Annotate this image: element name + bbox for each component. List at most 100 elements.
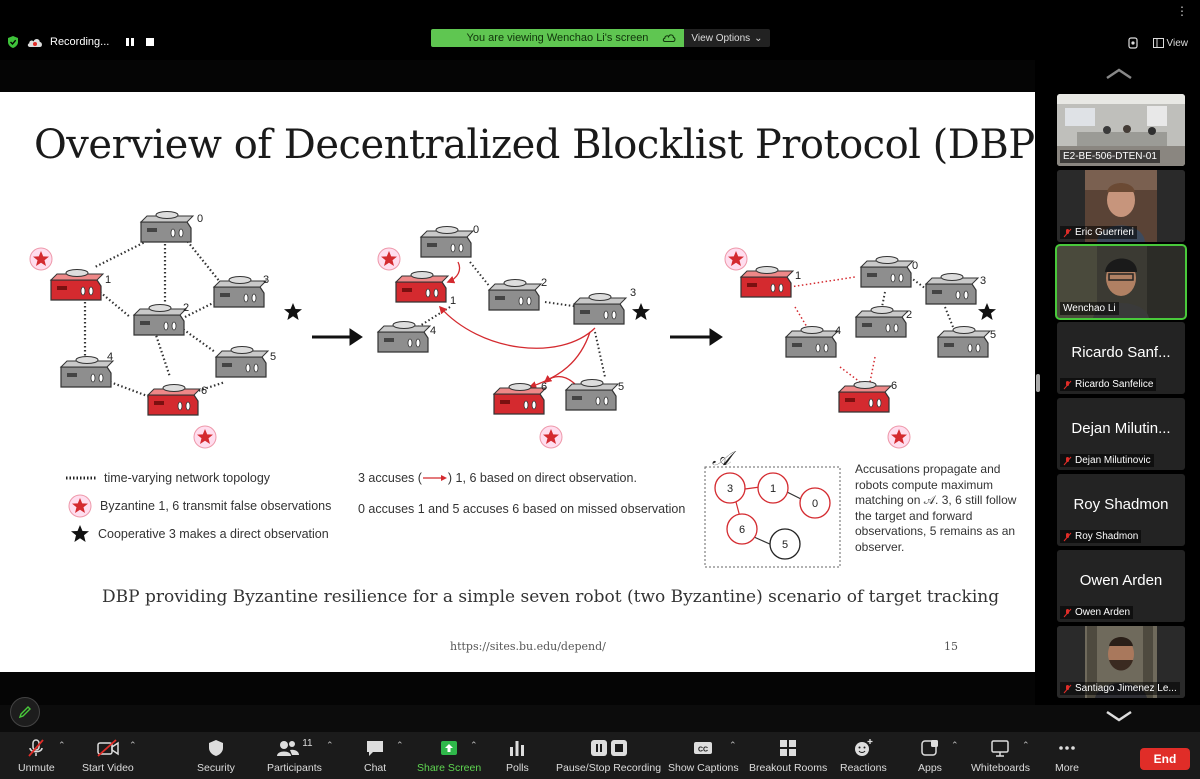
legend-topology: time-varying network topology	[66, 471, 270, 485]
top-right-controls: View	[1127, 36, 1188, 50]
robot-label-4: 4	[107, 351, 113, 363]
participant-tile[interactable]: Santiago Jimenez Le...	[1057, 626, 1185, 698]
apps-options-caret[interactable]: ⌃	[951, 740, 959, 750]
participant-name: E2-BE-506-DTEN-01	[1060, 150, 1160, 163]
viewing-banner-text: You are viewing Wenchao Li's screen	[466, 32, 649, 44]
security-button[interactable]: Security	[197, 738, 235, 774]
more-button[interactable]: More	[1055, 738, 1079, 774]
more-dots-icon	[1059, 746, 1075, 750]
chevron-up-icon[interactable]	[1105, 68, 1133, 80]
whiteboards-options-caret[interactable]: ⌃	[1022, 740, 1030, 750]
participants-icon	[277, 741, 300, 756]
viewing-banner: You are viewing Wenchao Li's screen	[431, 29, 684, 47]
participant-name: Dejan Milutinovic	[1060, 454, 1154, 467]
mic-muted-icon	[1063, 532, 1072, 541]
view-button[interactable]: View	[1152, 38, 1188, 49]
presentation-slide: Overview of Decentralized Blocklist Prot…	[0, 92, 1035, 672]
mic-muted-icon	[1063, 684, 1072, 693]
pause-stop-recording-button[interactable]: Pause/Stop Recording	[556, 738, 661, 774]
robot-label-3: 3	[630, 287, 636, 299]
participant-tile[interactable]: Dejan Milutin... Dejan Milutinovic	[1057, 398, 1185, 470]
robot-label-5: 5	[270, 351, 276, 363]
matching-set-symbol: 𝒜	[712, 446, 737, 470]
chevron-down-icon[interactable]	[1105, 710, 1133, 722]
participant-tile[interactable]: E2-BE-506-DTEN-01	[1057, 94, 1185, 166]
camera-switch-icon[interactable]	[1127, 36, 1139, 50]
captions-options-caret[interactable]: ⌃	[729, 740, 737, 750]
robot-label-0: 0	[473, 224, 479, 236]
chat-options-caret[interactable]: ⌃	[396, 740, 404, 750]
whiteboard-icon	[991, 740, 1010, 757]
start-video-label: Start Video	[82, 762, 134, 774]
unmute-button[interactable]: Unmute	[18, 738, 55, 774]
chat-icon	[367, 741, 384, 756]
participant-gallery: E2-BE-506-DTEN-01 Eric Guerrieri	[1035, 60, 1200, 722]
participant-name: Owen Arden	[1060, 606, 1134, 619]
show-captions-button[interactable]: CC Show Captions	[668, 738, 739, 774]
breakout-rooms-button[interactable]: Breakout Rooms	[749, 738, 827, 774]
panel-3-labels: 0 1 2 3 4 5 6	[795, 260, 996, 392]
robot-label-6: 6	[891, 380, 897, 392]
robot-label-1: 1	[795, 270, 801, 282]
participant-tile-active-speaker[interactable]: Wenchao Li	[1055, 244, 1187, 320]
participants-label: Participants	[267, 762, 322, 774]
legend-byzantine-text: Byzantine 1, 6 transmit false observatio…	[100, 499, 332, 513]
pause-stop-recording-label: Pause/Stop Recording	[556, 762, 662, 774]
participant-tile[interactable]: Ricardo Sanf... Ricardo Sanfelice	[1057, 322, 1185, 394]
participants-count: 11	[302, 738, 313, 749]
slide-caption: DBP providing Byzantine resilience for a…	[102, 587, 1000, 607]
view-options-button[interactable]: View Options ⌄	[684, 29, 770, 47]
participant-name: Santiago Jimenez Le...	[1060, 682, 1180, 695]
share-screen-button[interactable]: Share Screen	[417, 738, 481, 774]
shield-icon[interactable]	[6, 35, 20, 49]
participants-options-caret[interactable]: ⌃	[326, 740, 334, 750]
svg-text:CC: CC	[698, 747, 708, 754]
participants-button[interactable]: 11 Participants	[267, 738, 322, 774]
chat-button[interactable]: Chat	[364, 738, 386, 774]
gallery-scrollbar[interactable]	[1036, 374, 1040, 392]
robot-label-5: 5	[618, 381, 624, 393]
participant-tile[interactable]: Eric Guerrieri	[1057, 170, 1185, 242]
reactions-button[interactable]: Reactions	[840, 738, 887, 774]
breakout-rooms-icon	[780, 740, 797, 756]
robot-label-6: 6	[201, 385, 207, 397]
more-label: More	[1055, 762, 1079, 774]
legend-cooperative-text: Cooperative 3 makes a direct observation	[98, 527, 329, 541]
robot-label-6: 6	[541, 381, 547, 393]
shield-icon	[208, 740, 223, 756]
mic-muted-icon	[1063, 456, 1072, 465]
slide-url: https://sites.bu.edu/depend/	[450, 640, 606, 653]
robot-label-1: 1	[450, 295, 456, 307]
security-label: Security	[197, 762, 235, 774]
participant-tile[interactable]: Roy Shadmon Roy Shadmon	[1057, 474, 1185, 546]
chat-label: Chat	[364, 762, 387, 774]
grid-view-icon	[1152, 38, 1164, 48]
participant-tile[interactable]: Owen Arden Owen Arden	[1057, 550, 1185, 622]
video-options-caret[interactable]: ⌃	[129, 740, 137, 750]
stop-icon[interactable]	[145, 37, 155, 47]
robot-label-2: 2	[906, 309, 912, 321]
start-video-button[interactable]: Start Video	[82, 738, 134, 774]
dbp-diagram: 0 1 2 3 4 5 6	[29, 210, 996, 568]
pause-icon[interactable]	[125, 37, 135, 47]
meeting-toolbar: Unmute ⌃ Start Video ⌃ Security 11 Parti…	[0, 732, 1200, 779]
apps-button[interactable]: Apps	[918, 738, 942, 774]
note-accuses-suffix: ) 1, 6 based on direct observation.	[447, 471, 637, 485]
audio-options-caret[interactable]: ⌃	[58, 740, 66, 750]
legend-cooperative: Cooperative 3 makes a direct observation	[70, 524, 329, 544]
robot-label-5: 5	[990, 329, 996, 341]
robot-label-2: 2	[541, 277, 547, 289]
polls-button[interactable]: Polls	[506, 738, 529, 774]
whiteboards-button[interactable]: Whiteboards	[971, 738, 1030, 774]
more-dots-icon[interactable]: ⋮	[1176, 4, 1188, 18]
note-missed-text: 0 accuses 1 and 5 accuses 6 based on mis…	[358, 502, 686, 516]
annotate-pencil-button[interactable]	[10, 697, 40, 727]
panel-2-labels: 0 1 2 3 4 5 6	[430, 224, 636, 393]
panel-2-robots	[377, 225, 650, 449]
participant-display-name: Owen Arden	[1079, 572, 1163, 589]
participant-display-name: Ricardo Sanf...	[1071, 344, 1171, 361]
end-meeting-button[interactable]: End	[1140, 748, 1190, 770]
share-options-caret[interactable]: ⌃	[470, 740, 478, 750]
legend-topology-text: time-varying network topology	[104, 471, 271, 485]
